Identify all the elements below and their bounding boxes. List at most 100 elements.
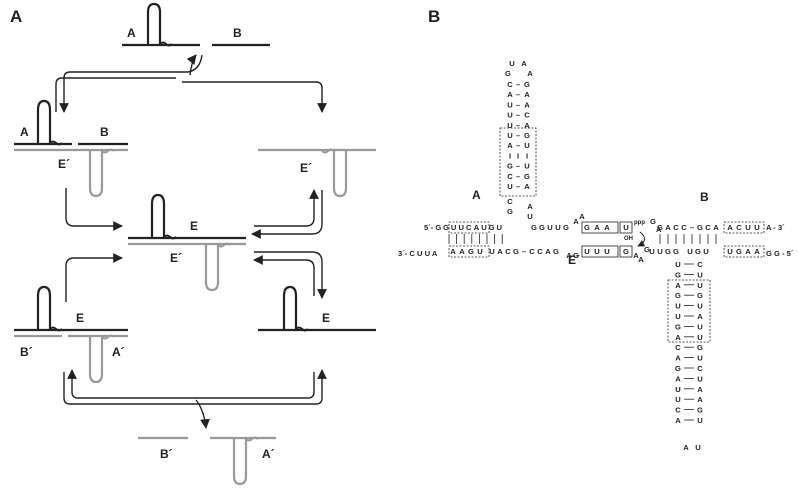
nt-lower-right-seq2-2: U [703,247,709,256]
lower-left-complex: E B´ A´ [14,285,128,384]
nt-bottom-stem-right-0: C [697,260,703,269]
nt-neck-left-1: G [507,207,513,216]
arrow-ul-to-center [65,188,123,231]
bottom-stem-box [667,279,711,343]
nt-lower-right-box-3: A [754,247,760,256]
nt-bottom-stem-left-7: A [675,333,681,342]
nt-lower-right-seq-1: U [657,247,663,256]
nt-bottom-stem-right-4: U [697,302,703,311]
nt-top-stem-bonds-4: – [516,121,520,130]
nt-top-stem-right-9: G [524,172,530,181]
upper-right-box [723,221,765,234]
nt-upper-right-seq-4: – [690,223,694,232]
nt-upper-mid-seq-0: G [531,223,537,232]
nt-upper-left-arm-5: U [481,223,487,232]
nt-bottom-stem-right-6: U [697,322,703,331]
nt-lower-right-seq-2: G [665,247,671,256]
panel-b: B A B E´ 5´- G 3´- C U U A A - 3´ G G - … [398,7,794,452]
nt-loop-ga-0: A [573,217,579,226]
lower-left-box [448,245,490,258]
nt-top-stem-right-4: A [524,121,530,130]
nt-bottom-stem-right-7: U [697,333,703,342]
nt-lower-right-seq2-0: U [687,247,693,256]
nt-bottom-stem-left-3: G [675,291,681,300]
lr-label-e: E [322,311,330,325]
nt-bottom-stem-left-13: U [675,395,681,404]
nt-bottom-stem-right-5: A [697,312,703,321]
nt-lower-left-ag-0: A [566,251,572,260]
nt-top-stem-left-4: U [507,121,513,130]
core-box-2-bot [619,245,633,258]
bottom-label-aprime: A´ [262,447,275,461]
nt-top-stem-right-8: U [524,162,530,171]
oh-label: OH [624,236,633,242]
nt-upper-left-arm-4: A [474,223,480,232]
nt-bottom-stem-left-9: A [675,354,681,363]
helix-a-label: A [472,188,481,202]
ll-label-bprime: B´ [20,345,33,359]
nt-bottom-stem-left-15: A [675,416,681,425]
center-label-e: E [190,219,198,233]
ul-label-b: B [100,125,109,139]
nt-loop-ga-1: A [579,212,585,221]
g-mid: G [644,245,650,254]
nt-top-stem-bonds-3: – [516,111,520,120]
cycle-arrow-top-right [182,81,327,113]
nt-upper-left-arm-1: U [451,223,457,232]
arrow-center-to-ur [254,189,319,227]
nt-top-stem-left-0: C [507,80,513,89]
ul-label-eprime: E´ [58,157,70,171]
nt-top-stem-bonds-8: – [516,162,520,171]
nt-bottom-stem-left-12: U [675,385,681,394]
nt-lower-right-aa-1: A [638,255,644,264]
arrow-center-to-lr [254,251,327,299]
nt-upper-left-arm-2: U [458,223,464,232]
panel-a-letter: A [10,7,22,26]
nt-bottom-loop-0: A [683,443,689,452]
nt-top-stem-bonds-1: – [516,90,520,99]
top-label-b: B [233,26,242,40]
nt-upper-mid-seq-2: U [547,223,553,232]
end-3-left: 3´- C U U A [398,249,438,258]
nt-top-stem-left-7: I [509,151,511,160]
nt-upper-mid-seq-3: U [555,223,561,232]
nt-upper-right-seq-7: A [713,223,719,232]
nt-neck-left-0: C [507,197,513,206]
nt-neck-right-1: U [527,212,533,221]
nt-top-stem-bonds-9: – [516,172,520,181]
end-5-left: 5´- G [424,223,441,232]
nt-top-stem-left-1: A [507,90,513,99]
arrow-ll-to-center [65,253,123,302]
nt-lower-left-ag-1: G [573,251,579,260]
nt-lower-left-seq-4: – [522,247,526,256]
nt-bottom-stem-left-2: A [675,281,681,290]
nt-lower-left-seq-0: U [489,247,495,256]
helix-b-label: B [700,190,709,204]
ppp-label: ppp [634,220,645,226]
nt-lower-right-box-2: A [745,247,751,256]
nt-top-stem-right-3: C [524,111,530,120]
nt-lower-left-seq-8: G [553,247,559,256]
cycle-arrow-bottom-outer [63,369,327,405]
nt-lower-right-aa-0: A [633,251,639,260]
nt-bottom-stem-right-8: G [697,343,703,352]
nt-lower-right-box-0: U [727,247,733,256]
nt-box2-bot-0: G [623,247,629,256]
nt-upper-right-seq-0: G [657,223,663,232]
nt-neck-right-0: A [527,202,533,211]
nt-top-stem-bonds-5: – [516,131,520,140]
nt-lower-left-seq-6: C [537,247,543,256]
nt-bottom-stem-right-15: U [697,416,703,425]
nt-upper-left-arm-7: U [496,223,502,232]
nt-box1-bot-0: U [584,247,590,256]
nt-top-stem-right-7: I [526,151,528,160]
nt-bottom-stem-right-11: U [697,374,703,383]
ll-label-e: E [76,311,84,325]
nt-lower-left-box-0: A [450,247,456,256]
nt-top-stem-bonds-7: I [517,151,519,160]
nt-bottom-stem-left-4: U [675,302,681,311]
release-arrow-top [186,54,197,76]
nt-bottom-stem-right-1: U [697,270,703,279]
